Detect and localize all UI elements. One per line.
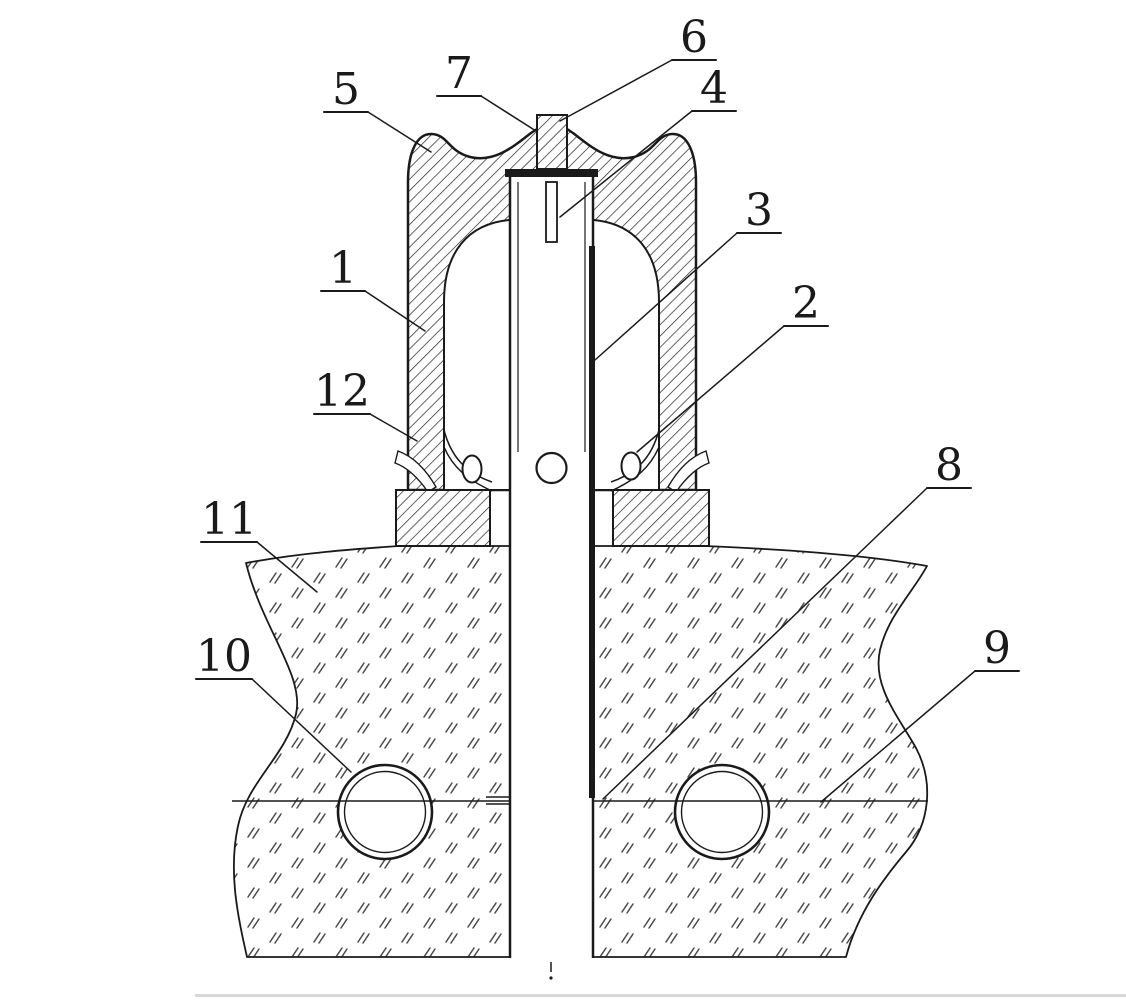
formation-level-line [232, 796, 928, 805]
callout-9-leader [820, 670, 976, 803]
callout-3-leader [594, 232, 738, 361]
tube-bore [511, 177, 592, 958]
callout-2-leader [636, 325, 785, 453]
callout-7: 7 [436, 48, 537, 132]
left-seat-curve-outer [443, 429, 493, 483]
center-tube [505, 114, 598, 980]
right-conduit-circle [673, 763, 771, 861]
left-seal-ball [461, 454, 483, 484]
callout-12-label: 12 [314, 366, 370, 417]
callout-11-label: 11 [201, 494, 257, 545]
callout-6-leader [559, 59, 673, 122]
right-conduit-outer-ring [673, 763, 771, 861]
centerline-tick [549, 962, 553, 980]
callout-3-label: 3 [745, 185, 773, 236]
callout-9: 9 [820, 623, 1020, 803]
right-seal-ball [620, 451, 642, 481]
left-conduit-inner-ring [343, 770, 427, 854]
right-conduit-inner-ring [680, 770, 764, 854]
centerline-dot [549, 976, 553, 980]
callout-3: 3 [594, 185, 782, 361]
tube-top-cap [505, 169, 598, 177]
callout-5-leader [367, 111, 432, 153]
top-plug [536, 114, 568, 170]
callout-2-label: 2 [792, 278, 820, 329]
callout-4-leader [559, 110, 693, 218]
callout-8: 8 [602, 440, 972, 800]
callout-7-label: 7 [445, 48, 473, 99]
base-flange-right [612, 489, 710, 547]
callout-12: 12 [313, 366, 418, 442]
callout-10-label: 10 [196, 631, 252, 682]
left-conduit-circle [336, 763, 434, 861]
callout-8-leader [602, 487, 928, 800]
tube-thick-liner [589, 246, 595, 798]
right-seat-curve-inner [610, 446, 660, 492]
callout-6-label: 6 [680, 12, 708, 63]
center-valve-ball [535, 451, 568, 485]
callout-10: 10 [195, 631, 352, 773]
callouts: 5 7 6 4 3 2 1 [195, 12, 1020, 803]
callout-9-label: 9 [983, 623, 1011, 674]
callout-7-leader [480, 95, 537, 132]
callout-11: 11 [200, 494, 318, 593]
callout-4-label: 4 [700, 63, 728, 114]
callout-5-label: 5 [332, 64, 360, 115]
callout-1: 1 [320, 243, 426, 332]
page-edge-line [195, 994, 1126, 997]
seat-detail-curves [443, 429, 660, 492]
callout-10-leader [251, 678, 352, 773]
base-flange-left [395, 489, 491, 547]
inner-rod [545, 181, 558, 243]
left-conduit-outer-ring [336, 763, 434, 861]
callout-11-leader [256, 541, 318, 593]
callout-6: 6 [559, 12, 717, 122]
callout-1-leader [364, 290, 426, 332]
callout-5: 5 [323, 64, 432, 153]
callout-2: 2 [636, 278, 829, 453]
callout-8-label: 8 [935, 440, 963, 491]
callout-4: 4 [559, 63, 737, 218]
callout-1-label: 1 [329, 243, 357, 294]
right-seat-curve-outer [610, 429, 660, 483]
callout-12-leader [369, 413, 418, 442]
